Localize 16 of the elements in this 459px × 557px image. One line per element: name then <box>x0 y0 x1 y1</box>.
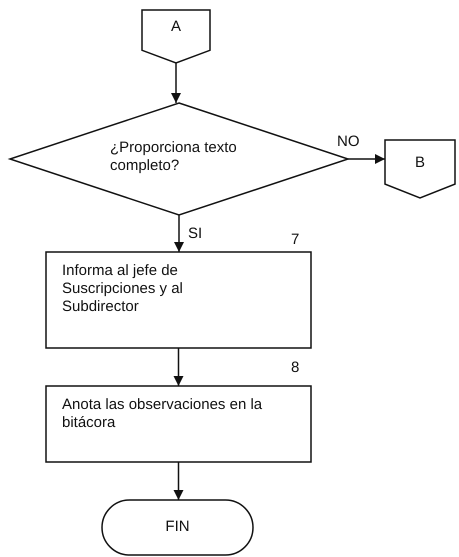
process-box <box>46 252 311 348</box>
node-label: A <box>170 18 182 36</box>
arrow <box>174 215 184 252</box>
off-page-connector <box>385 140 455 198</box>
off-page-connector <box>142 10 210 63</box>
node-label: B <box>414 154 426 172</box>
terminal-shape <box>102 500 253 555</box>
arrow <box>348 154 385 164</box>
arrow <box>174 348 184 386</box>
node-label: Informa al jefe de Suscripciones y al Subdirector <box>62 262 184 316</box>
node-label: FIN <box>164 518 191 536</box>
arrow <box>174 462 184 500</box>
arrow <box>171 63 181 103</box>
process-box <box>46 386 311 462</box>
node-label: ¿Proporciona texto completo? <box>110 139 238 175</box>
node-label: Anota las observaciones en la bitácora <box>62 396 264 432</box>
